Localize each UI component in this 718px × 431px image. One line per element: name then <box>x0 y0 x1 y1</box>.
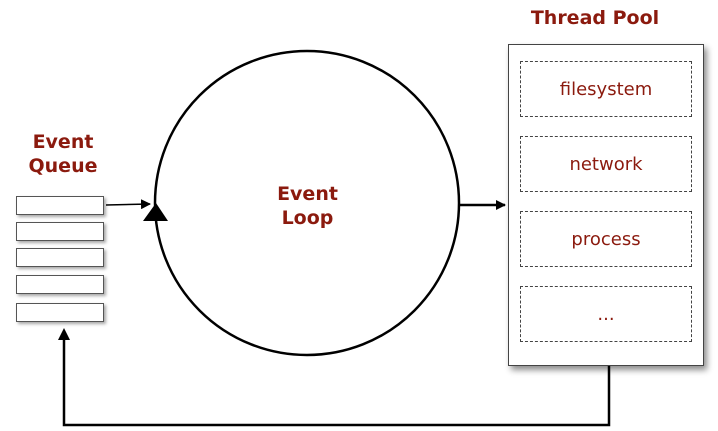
event-queue-label-line2: Queue <box>28 155 98 177</box>
queue-slot <box>16 303 104 322</box>
loop-entry-triangle <box>143 203 168 221</box>
worker-ellipsis: ... <box>520 286 692 342</box>
event-queue-label: Event Queue <box>8 130 118 178</box>
queue-slot <box>16 275 104 294</box>
queue-slot <box>16 248 104 267</box>
queue-to-loop-arrow <box>105 199 151 210</box>
thread-pool-label: Thread Pool <box>530 7 660 29</box>
event-loop-circle <box>153 49 461 357</box>
worker-filesystem: filesystem <box>520 61 692 117</box>
queue-slot <box>16 222 104 241</box>
event-loop-label-line2: Loop <box>281 207 334 229</box>
pool-to-queue-return-line <box>62 338 611 427</box>
event-loop-label-line1: Event <box>277 183 338 205</box>
return-arrowhead <box>58 328 70 340</box>
event-queue-label-line1: Event <box>32 131 94 153</box>
worker-process: process <box>520 211 692 267</box>
event-loop-label: Event Loop <box>250 182 365 230</box>
queue-slot <box>16 196 104 215</box>
worker-network: network <box>520 136 692 192</box>
thread-pool-box: filesystem network process ... <box>508 44 704 366</box>
